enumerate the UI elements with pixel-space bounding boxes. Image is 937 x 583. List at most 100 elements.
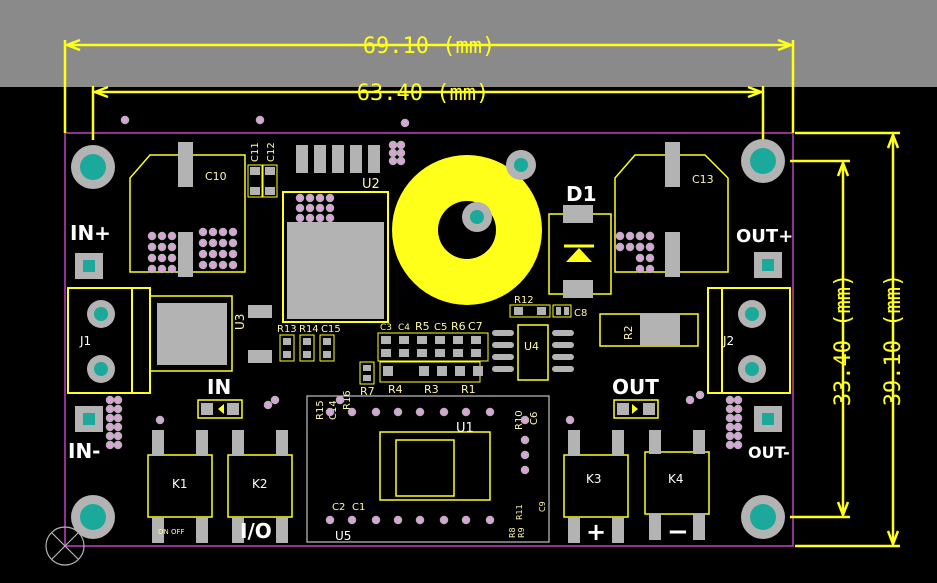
via — [415, 407, 425, 417]
via — [157, 231, 167, 241]
u5-label: U5 — [335, 529, 351, 543]
k2-label: K2 — [252, 477, 268, 491]
r12-label: R12 — [514, 295, 534, 306]
via — [520, 465, 530, 475]
board-outline — [64, 132, 794, 547]
via — [325, 213, 335, 223]
c3-c7-footprints — [377, 332, 489, 362]
via — [315, 213, 325, 223]
via — [315, 203, 325, 213]
via — [208, 249, 218, 259]
via — [228, 227, 238, 237]
via — [520, 450, 530, 460]
u2-label: U2 — [362, 177, 380, 192]
k2-button-footprint[interactable] — [227, 430, 293, 543]
via — [388, 148, 398, 158]
c11-c12-footprints — [247, 164, 278, 198]
r15-label: R15 — [315, 400, 326, 420]
via — [725, 413, 735, 423]
out-minus-label: OUT- — [748, 443, 790, 462]
via — [113, 395, 123, 405]
via — [113, 413, 123, 423]
r7-label: R7 — [360, 385, 375, 398]
k1-button-footprint[interactable] — [147, 430, 213, 543]
fiducial-mark — [45, 526, 85, 566]
r4-label: R4 — [388, 383, 403, 396]
r6-label: R6 — [451, 320, 466, 333]
via — [270, 395, 280, 405]
via — [198, 249, 208, 259]
via — [295, 193, 305, 203]
via — [218, 260, 228, 270]
via — [461, 407, 471, 417]
r7-r1-footprints — [359, 361, 483, 385]
via — [208, 260, 218, 270]
via — [725, 440, 735, 450]
d1-footprint — [548, 205, 612, 298]
via — [635, 242, 645, 252]
via — [635, 264, 645, 274]
via — [120, 115, 130, 125]
via — [485, 515, 495, 525]
r13-r14-c15-footprints — [279, 334, 335, 362]
dimension-overall-height — [795, 131, 900, 548]
via — [255, 115, 265, 125]
c15-label: C15 — [321, 324, 341, 335]
c7-label: C7 — [468, 320, 483, 333]
out-led-label: OUT — [612, 375, 659, 399]
via — [113, 431, 123, 441]
via — [167, 264, 177, 274]
top-band — [0, 0, 937, 87]
u4-footprint — [492, 324, 574, 381]
via — [167, 253, 177, 263]
via — [208, 238, 218, 248]
via — [625, 231, 635, 241]
k3-button-footprint[interactable] — [563, 430, 629, 543]
via — [685, 395, 695, 405]
c9-label: C9 — [538, 501, 547, 512]
via — [218, 238, 228, 248]
via — [388, 156, 398, 166]
hole-span-width-label: 63.40 (mm) — [357, 81, 489, 106]
via — [347, 515, 357, 525]
via — [198, 260, 208, 270]
via — [396, 140, 406, 150]
via — [105, 404, 115, 414]
in-plus-label: IN+ — [70, 221, 111, 245]
via — [198, 238, 208, 248]
k4-button-footprint[interactable] — [644, 430, 710, 540]
r9-label: R9 — [517, 527, 526, 538]
via — [198, 227, 208, 237]
c12-label: C12 — [266, 142, 277, 162]
io-label: I/O — [240, 519, 272, 543]
via — [485, 407, 495, 417]
via — [520, 415, 530, 425]
c11-label: C11 — [250, 142, 261, 162]
dimension-overall-width — [63, 38, 795, 133]
via — [725, 404, 735, 414]
via — [147, 264, 157, 274]
r3-label: R3 — [424, 383, 439, 396]
k4-label: K4 — [668, 472, 684, 486]
c10-footprint — [129, 142, 246, 277]
dimension-hole-span-width — [91, 85, 765, 140]
j1-label: J1 — [79, 334, 91, 348]
in-led-footprint — [197, 399, 243, 419]
via — [347, 407, 357, 417]
via — [371, 515, 381, 525]
c5-label: C5 — [434, 322, 447, 333]
via — [415, 515, 425, 525]
mounting-holes — [71, 139, 785, 539]
via — [461, 515, 471, 525]
via — [725, 431, 735, 441]
via — [218, 227, 228, 237]
via — [733, 431, 743, 441]
in-minus-label: IN- — [68, 439, 100, 463]
via — [228, 260, 238, 270]
u4-label: U4 — [524, 340, 539, 353]
via — [113, 440, 123, 450]
via — [167, 242, 177, 252]
via — [325, 407, 335, 417]
via — [305, 193, 315, 203]
